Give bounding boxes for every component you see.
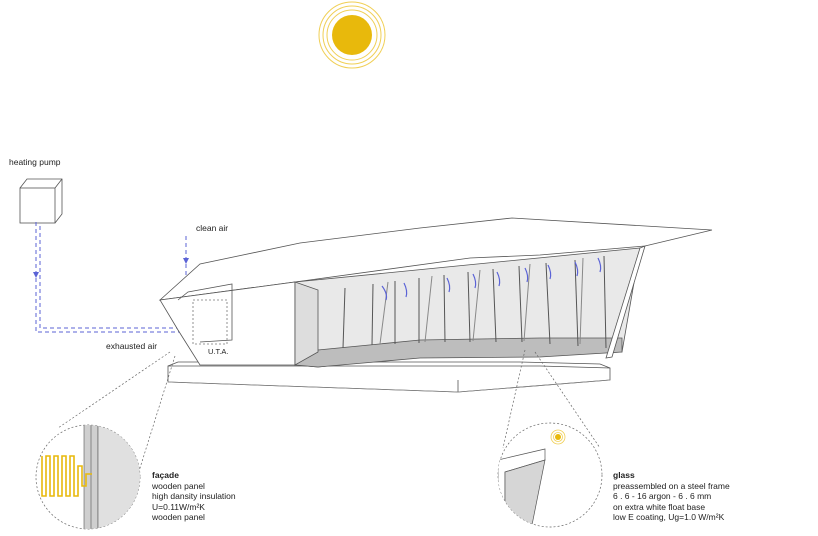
sun-icon	[318, 1, 386, 69]
uta-label: U.T.A.	[208, 347, 229, 356]
facade-line: high dansity insulation	[152, 491, 236, 502]
glass-line: on extra white float base	[613, 501, 706, 512]
insulation-icon	[41, 455, 92, 497]
glazing-mullions	[342, 255, 607, 349]
heating-pump-label: heating pump	[9, 157, 61, 167]
facade-line: U=0.11W/m²K	[152, 501, 205, 512]
sun-small-icon	[550, 429, 566, 445]
interior-airflow-arrows	[381, 257, 602, 301]
glass-spec: glass preassembled on a steel frame 6 . …	[613, 470, 730, 523]
facade-spec: façade wooden panel high dansity insulat…	[152, 470, 236, 523]
building	[158, 217, 713, 393]
heating-pump-box	[19, 178, 63, 224]
exhausted-air-label: exhausted air	[106, 341, 158, 351]
glass-line: 6 . 6 - 16 argon - 6 . 6 mm	[613, 491, 712, 502]
facade-line: wooden panel	[152, 480, 205, 491]
glass-line: preassembled on a steel frame	[613, 480, 730, 491]
facade-line: wooden panel	[152, 512, 205, 523]
glass-title: glass	[613, 470, 635, 480]
facade-title: façade	[152, 470, 179, 480]
facade-detail-circle	[35, 424, 141, 530]
clean-air-label: clean air	[196, 223, 229, 233]
glass-detail-circle	[497, 422, 603, 528]
glass-line: low E coating, Ug=1.0 W/m²K	[613, 512, 725, 523]
